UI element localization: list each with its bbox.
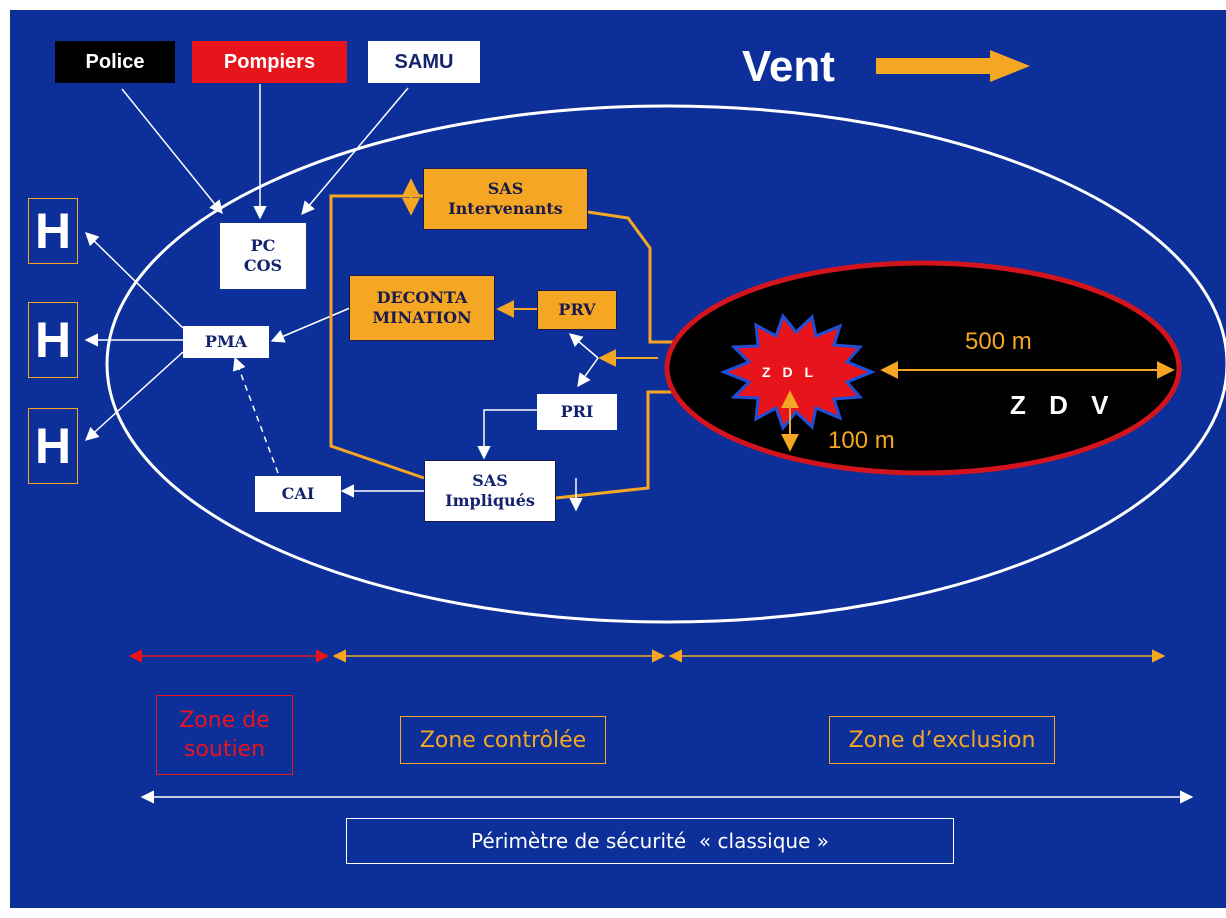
- sas-impliques-line1: SAS: [472, 471, 508, 490]
- zdl-label: Z D L: [762, 364, 817, 380]
- zdl-starburst: [719, 312, 877, 432]
- pc-cos-line2: COS: [243, 256, 283, 275]
- pri-node: PRI: [537, 394, 617, 430]
- decontamination-line2: MINATION: [372, 308, 472, 327]
- triage-to-pri-arrow: [577, 357, 599, 388]
- sas-impliques-node: SAS Impliqués: [424, 460, 556, 522]
- decontamination-line1: DECONTA: [376, 288, 468, 307]
- pri-to-sas-impliques-arrow: [477, 409, 538, 460]
- pma-to-hospital-1-arrow: [85, 232, 184, 329]
- decon-to-pma-arrow: [270, 307, 351, 343]
- zone-soutien-label: Zone de soutien: [156, 695, 293, 775]
- decontamination-node: DECONTA MINATION: [349, 275, 495, 341]
- sas-intervenants-line1: SAS: [487, 179, 524, 198]
- security-perimeter-ellipse: [105, 104, 1226, 624]
- radius-100m-label: 100 m: [828, 427, 895, 454]
- hospital-1: H: [28, 198, 78, 264]
- controlled-zone-left-path: [329, 194, 425, 480]
- sas-intervenants-node: SAS Intervenants: [423, 168, 588, 230]
- police-to-pc-arrow: [121, 88, 223, 215]
- zdv-label: Z D V: [1010, 390, 1117, 420]
- zone-controlee-label: Zone contrôlée: [400, 716, 606, 764]
- pma-to-hospital-3-arrow: [85, 351, 184, 441]
- triage-to-prv-arrow: [568, 333, 599, 359]
- samu-label: SAMU: [368, 41, 480, 83]
- samu-to-pc-arrow: [301, 87, 409, 216]
- cai-to-pma-dashed-arrow: [232, 356, 279, 474]
- radius-500m-label: 500 m: [965, 328, 1032, 355]
- prv-node: PRV: [537, 290, 617, 330]
- wind-arrow: [876, 50, 1030, 82]
- pc-cos-line1: PC: [250, 236, 276, 255]
- hospital-2: H: [28, 302, 78, 378]
- pma-node: PMA: [183, 326, 269, 358]
- pompiers-label: Pompiers: [192, 41, 347, 83]
- controlled-zone-bottom-path: [555, 390, 672, 500]
- wind-label: Vent: [742, 42, 835, 91]
- zone-soutien-line1: Zone de: [179, 708, 270, 733]
- zone-exclusion-label: Zone d’exclusion: [829, 716, 1055, 764]
- police-label: Police: [55, 41, 175, 83]
- zone-soutien-line2: soutien: [183, 737, 266, 762]
- controlled-zone-top-path: [587, 210, 680, 344]
- sas-intervenants-line2: Intervenants: [448, 199, 563, 218]
- cai-node: CAI: [255, 476, 341, 512]
- sas-impliques-line2: Impliqués: [445, 491, 535, 510]
- perimeter-label: Périmètre de sécurité « classique »: [346, 818, 954, 864]
- pc-cos-node: PC COS: [220, 223, 306, 289]
- hospital-3: H: [28, 408, 78, 484]
